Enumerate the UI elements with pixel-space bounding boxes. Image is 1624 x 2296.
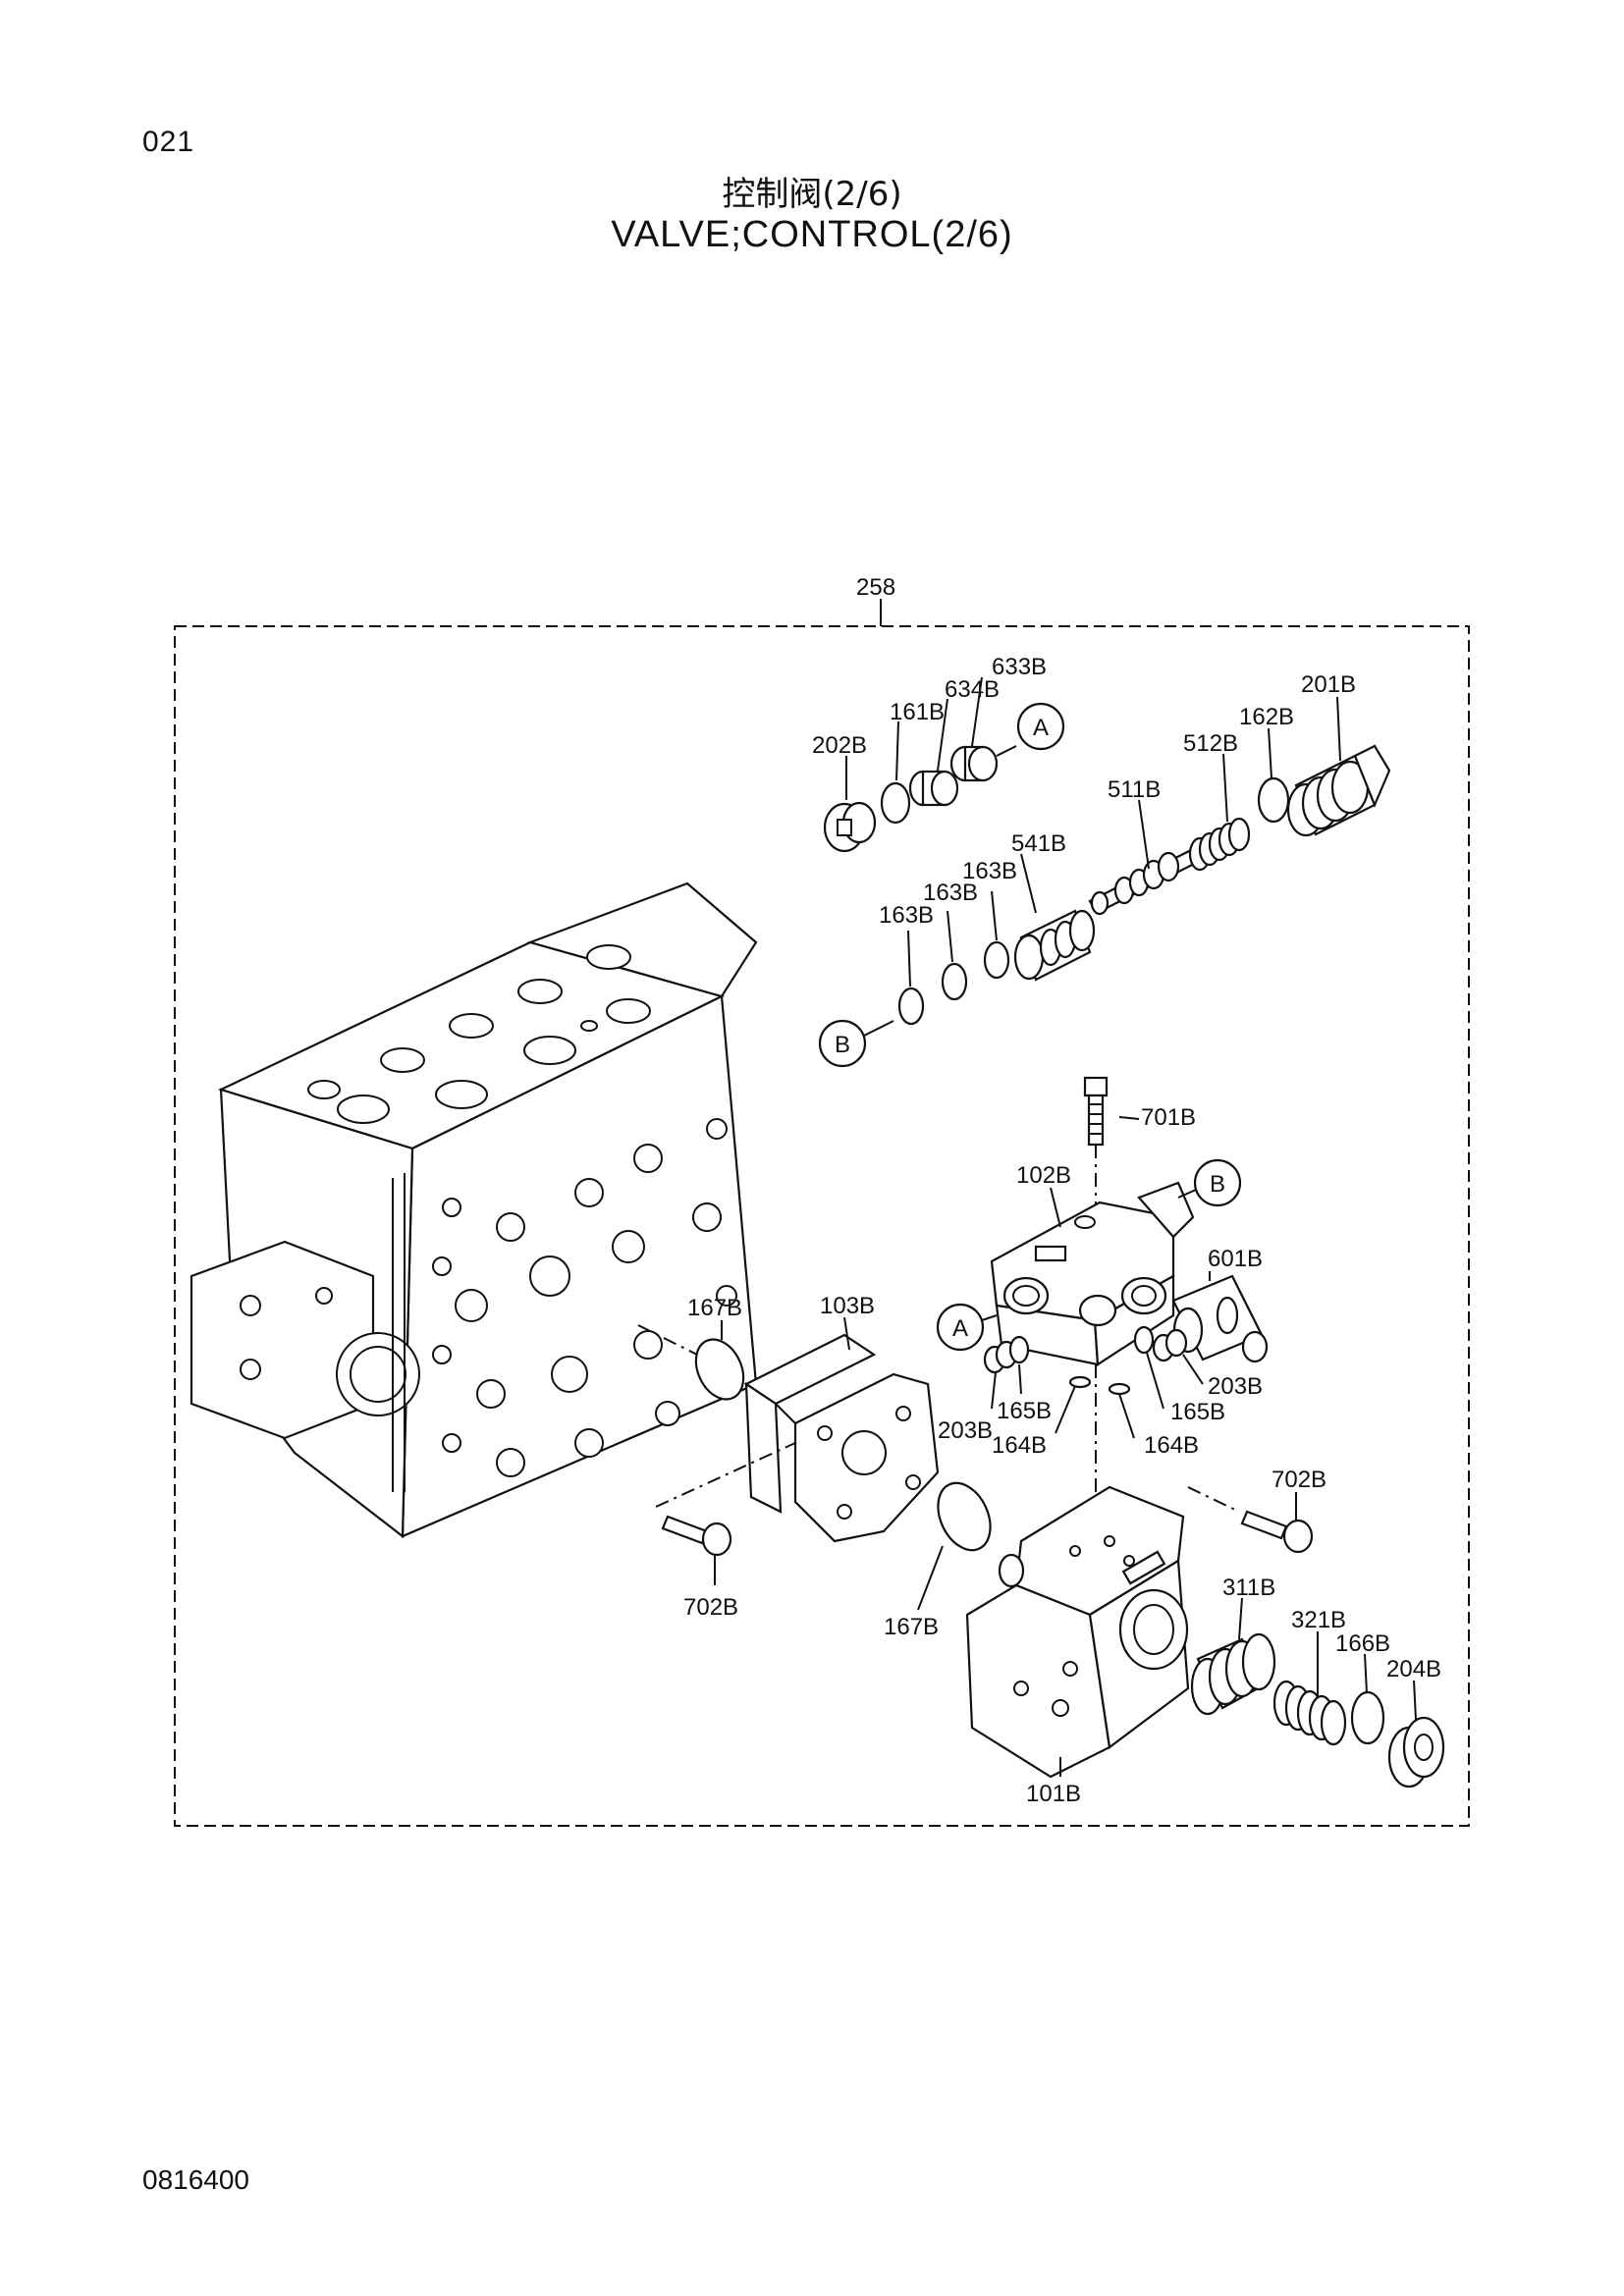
label-163B-1: 163B bbox=[962, 858, 1017, 884]
valve-601B bbox=[1171, 1274, 1269, 1363]
label-165B-right: 165B bbox=[1170, 1399, 1225, 1425]
bolt-702B-left bbox=[661, 1515, 732, 1557]
flange-103B bbox=[743, 1333, 940, 1543]
ref-marker-b-top bbox=[818, 1019, 867, 1068]
o-ring-165B-left bbox=[1008, 1335, 1030, 1364]
assembly-frame bbox=[174, 625, 1470, 1827]
leader-lines bbox=[714, 676, 1417, 1777]
cap-201B bbox=[1286, 744, 1391, 837]
label-702B-left: 702B bbox=[683, 1594, 738, 1621]
label-633B: 633B bbox=[992, 654, 1047, 680]
label-601B: 601B bbox=[1208, 1246, 1263, 1272]
label-311B: 311B bbox=[1222, 1575, 1275, 1601]
label-166B: 166B bbox=[1335, 1630, 1390, 1657]
label-203B-left: 203B bbox=[938, 1417, 993, 1444]
label-167B-lower: 167B bbox=[884, 1614, 939, 1640]
o-ring-163B-3 bbox=[983, 940, 1010, 980]
label-702B-right: 702B bbox=[1272, 1467, 1326, 1493]
o-ring-165B-right bbox=[1133, 1325, 1155, 1355]
label-634B: 634B bbox=[945, 676, 1000, 703]
ref-marker-a-body bbox=[936, 1303, 985, 1352]
label-167B-upper: 167B bbox=[687, 1295, 742, 1321]
label-512B: 512B bbox=[1183, 730, 1238, 757]
o-ring-166B bbox=[1350, 1690, 1385, 1745]
label-201B: 201B bbox=[1301, 671, 1356, 698]
body-102B bbox=[990, 1181, 1195, 1366]
label-204B: 204B bbox=[1386, 1656, 1441, 1682]
ref-marker-b-body-label: B bbox=[1210, 1171, 1225, 1198]
label-162B: 162B bbox=[1239, 704, 1294, 730]
o-ring-167B-upper bbox=[694, 1338, 745, 1401]
plug-204B bbox=[1387, 1716, 1445, 1789]
label-164B-left: 164B bbox=[992, 1432, 1047, 1459]
ref-marker-b-top-label: B bbox=[835, 1032, 850, 1058]
ref-marker-a-top bbox=[1016, 702, 1065, 751]
o-ring-161B bbox=[880, 781, 911, 825]
spring-512B bbox=[1188, 817, 1251, 872]
spring-guide-634B bbox=[908, 770, 959, 807]
title-chinese: 控制阀(2/6) bbox=[722, 175, 902, 214]
sleeve-541B bbox=[1013, 909, 1096, 982]
plug-203B-right bbox=[1152, 1328, 1188, 1362]
label-701B: 701B bbox=[1141, 1104, 1196, 1131]
label-101B: 101B bbox=[1026, 1781, 1081, 1807]
o-ring-163B-1 bbox=[897, 987, 925, 1026]
label-165B-left: 165B bbox=[997, 1398, 1052, 1424]
page-number: 021 bbox=[142, 126, 195, 158]
o-ring-167B-lower bbox=[937, 1481, 992, 1552]
o-ring-162B bbox=[1257, 776, 1290, 824]
label-163B-3: 163B bbox=[879, 902, 934, 929]
spring-321B bbox=[1272, 1680, 1347, 1746]
ref-marker-a-body-label: A bbox=[952, 1315, 968, 1342]
label-164B-right: 164B bbox=[1144, 1432, 1199, 1459]
assembly-label: 258 bbox=[856, 574, 895, 601]
label-161B: 161B bbox=[890, 699, 945, 725]
document-code: 0816400 bbox=[142, 2164, 250, 2195]
piston-311B bbox=[1190, 1632, 1276, 1716]
o-ring-163B-2 bbox=[941, 962, 968, 1001]
main-valve-block bbox=[189, 881, 758, 1539]
o-ring-164B-left bbox=[1068, 1375, 1092, 1389]
ref-marker-b-body bbox=[1193, 1158, 1242, 1207]
o-ring-164B-right bbox=[1108, 1382, 1131, 1396]
label-511B: 511B bbox=[1108, 776, 1161, 803]
label-163B-2: 163B bbox=[923, 880, 978, 906]
bolt-702B-right bbox=[1240, 1510, 1314, 1554]
plug-202B bbox=[823, 801, 877, 853]
spring-633B bbox=[949, 745, 999, 782]
label-202B: 202B bbox=[812, 732, 867, 759]
label-203B-right: 203B bbox=[1208, 1373, 1263, 1400]
ref-marker-a-top-label: A bbox=[1033, 715, 1049, 741]
label-541B: 541B bbox=[1011, 830, 1066, 857]
label-103B: 103B bbox=[820, 1293, 875, 1319]
label-321B: 321B bbox=[1291, 1607, 1346, 1633]
label-102B: 102B bbox=[1016, 1162, 1071, 1189]
bolt-701B bbox=[1083, 1076, 1109, 1147]
title-english: VALVE;CONTROL(2/6) bbox=[611, 214, 1013, 255]
body-101B bbox=[965, 1485, 1190, 1779]
